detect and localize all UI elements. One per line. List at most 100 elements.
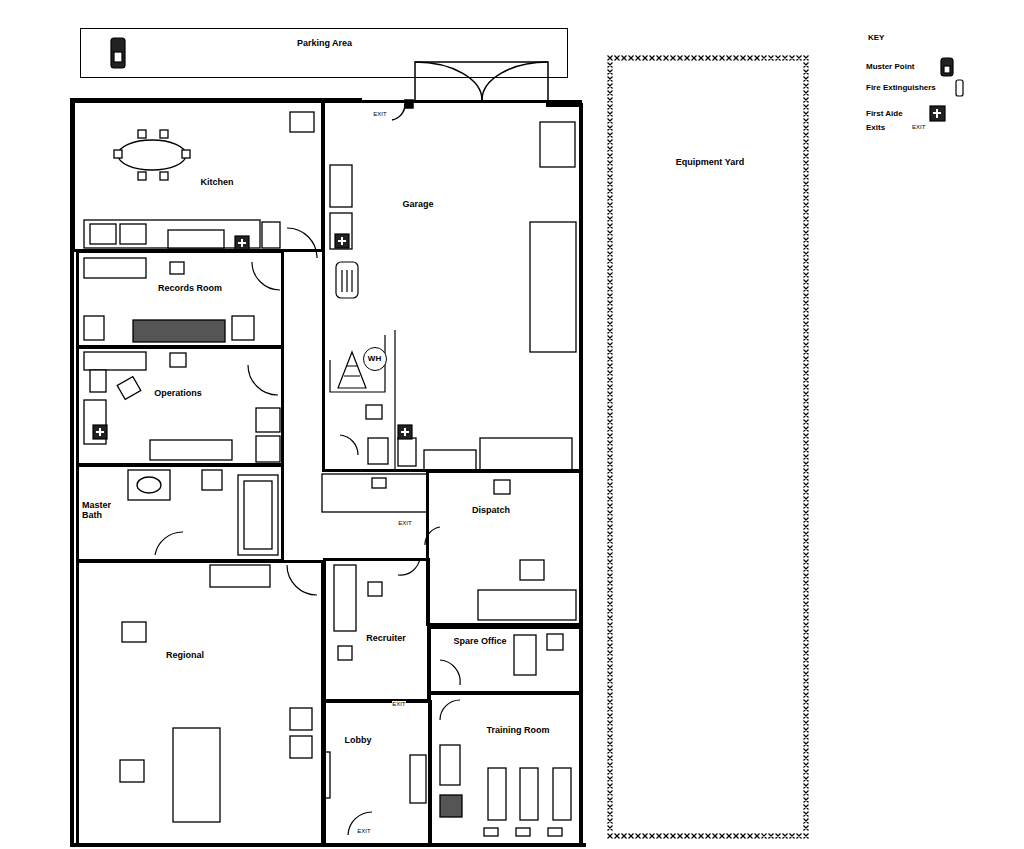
furniture [182, 150, 190, 158]
water-heater-circle: WH [363, 347, 387, 371]
furniture [334, 565, 356, 631]
furniture [137, 477, 161, 493]
garage-double-door [482, 62, 548, 100]
first-aid-icon [335, 234, 349, 248]
first-aid-icon [93, 425, 107, 439]
furniture [338, 646, 352, 660]
furniture [244, 481, 272, 549]
first-aid-icon [93, 106, 945, 439]
garage-double-door [392, 62, 548, 120]
furniture [290, 112, 314, 132]
tree-symbol [338, 352, 366, 388]
furniture [548, 828, 562, 836]
furniture [210, 565, 270, 587]
door-swings [248, 365, 278, 395]
furniture [366, 405, 382, 419]
door-swings [155, 532, 183, 555]
furniture [440, 795, 462, 817]
door-swings [394, 330, 395, 470]
furniture [128, 470, 170, 500]
room: Master Bath [76, 464, 284, 562]
garage-double-door [415, 62, 482, 100]
furniture [290, 736, 312, 758]
first-aid-icon [338, 237, 346, 245]
furniture [256, 408, 280, 432]
tree-symbol [338, 352, 366, 388]
room-label: Lobby [345, 735, 372, 745]
room: Training Room [428, 692, 582, 846]
furniture [168, 230, 224, 248]
room-label: Dispatch [472, 505, 510, 515]
furniture [202, 470, 222, 490]
furniture [84, 112, 576, 836]
fire-extinguisher-icon [956, 80, 963, 96]
furniture [410, 755, 426, 803]
first-aid-icon [398, 425, 412, 439]
furniture [478, 590, 576, 620]
outer-wall [70, 98, 586, 847]
furniture [330, 165, 352, 207]
furniture [160, 172, 168, 180]
furniture [484, 828, 498, 836]
furniture [290, 708, 312, 730]
furniture [540, 122, 575, 167]
room: Dispatch [426, 470, 582, 626]
door-swings [155, 228, 460, 835]
furniture [120, 224, 146, 244]
room-label: Spare Office [453, 636, 506, 646]
furniture [114, 150, 122, 158]
furniture [530, 222, 576, 352]
furniture [514, 635, 536, 675]
room: Lobby [323, 700, 432, 846]
room-label: Training Room [487, 725, 550, 735]
furniture [553, 768, 571, 820]
first-aid-icon [401, 428, 409, 436]
room: Kitchen [72, 100, 324, 252]
fence-outline [606, 54, 810, 840]
first-aid-icon [235, 236, 249, 250]
furniture [547, 634, 563, 650]
furniture [262, 222, 280, 248]
muster-point-icon [111, 38, 953, 76]
furniture [84, 220, 260, 248]
room-label: Parking Area [297, 38, 352, 48]
furniture [372, 478, 386, 488]
room: Recruiter [323, 558, 430, 702]
furniture [117, 377, 141, 400]
room: Spare Office [428, 626, 582, 694]
room-label: Recruiter [366, 633, 406, 643]
door-swings [287, 228, 317, 258]
furniture [516, 828, 530, 836]
fence-crosses [608, 56, 809, 839]
furniture [133, 320, 225, 342]
furniture [330, 213, 352, 249]
furniture [84, 258, 146, 278]
fire-extinguisher-icon [336, 80, 963, 298]
furniture [84, 400, 106, 444]
garage-double-door [392, 104, 405, 120]
first-aid-icon [930, 106, 945, 121]
furniture [520, 560, 544, 580]
furniture [84, 352, 146, 370]
fire-extinguisher-icon [342, 270, 352, 292]
furniture [440, 745, 460, 785]
door-swings [440, 660, 460, 685]
furniture [138, 172, 146, 180]
door-swings [348, 812, 372, 835]
furniture [160, 130, 168, 138]
muster-point-icon [114, 52, 122, 62]
room-label: WH [368, 354, 381, 363]
garage-double-door [415, 62, 548, 100]
room-label: Garage [402, 199, 433, 209]
furniture [256, 436, 280, 462]
furniture [322, 474, 428, 512]
muster-point-icon [941, 58, 953, 76]
parking-area: Parking Area [80, 28, 568, 78]
furniture [170, 353, 186, 367]
door-swings [252, 262, 280, 290]
muster-point-icon [944, 66, 950, 73]
door-swings [440, 700, 460, 720]
first-aid-icon [933, 109, 941, 118]
exit-sign: EXIT [373, 111, 386, 118]
furniture [90, 224, 116, 244]
